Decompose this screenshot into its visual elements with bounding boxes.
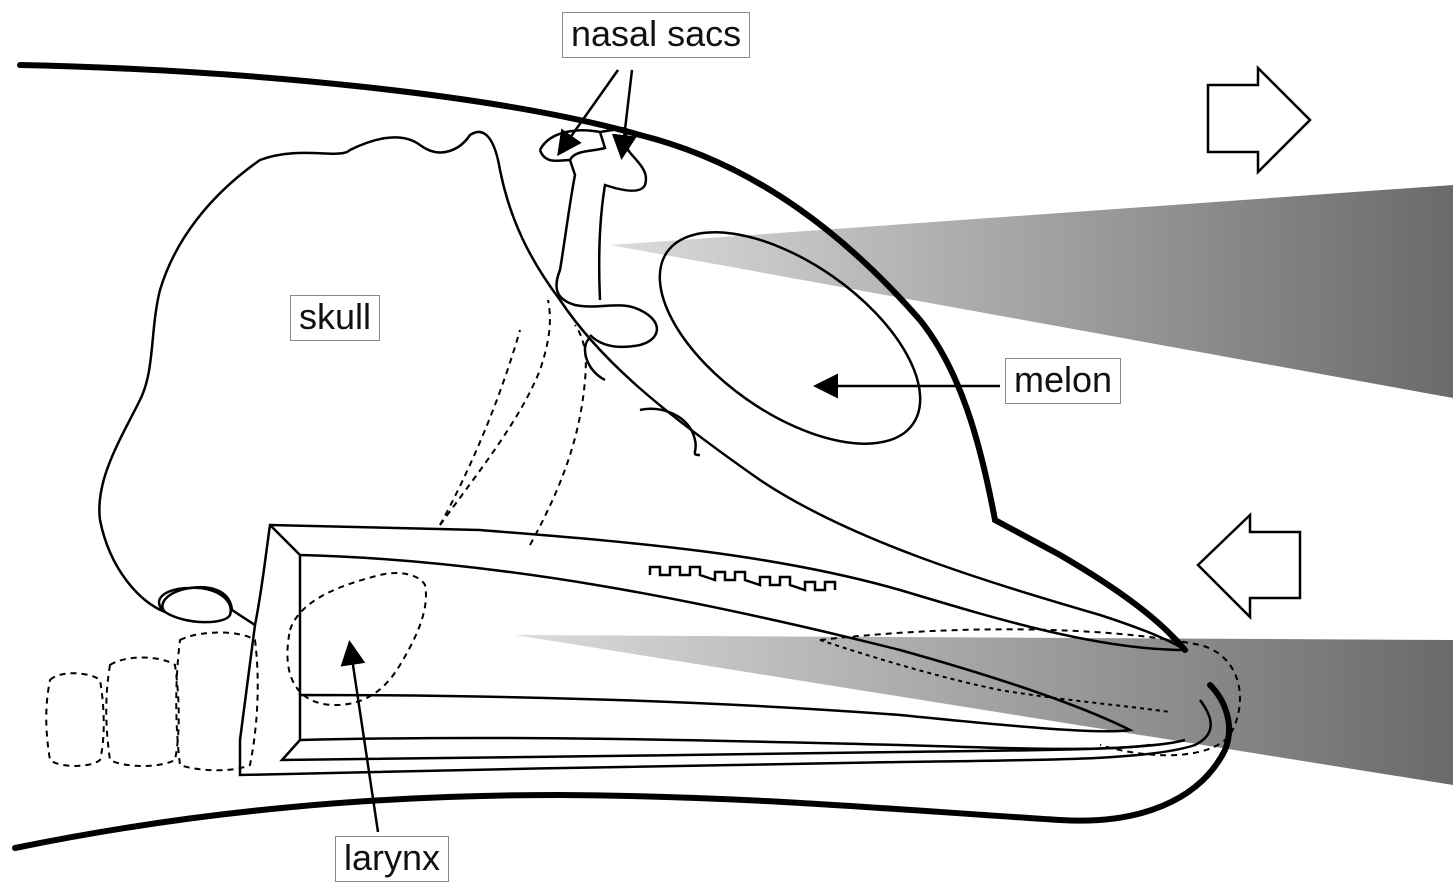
nasal-passage [540,128,657,347]
returning-echo-beam [515,635,1453,785]
nasal-sacs-label: nasal sacs [562,12,750,58]
skull-condyle [159,588,231,622]
nasal-sacs-pointer-left [560,70,618,152]
vertebrae-dashed [46,633,257,771]
skull-label: skull [290,295,380,341]
arrow-left-outline-icon [1198,515,1300,617]
skull-inner-dashed [440,330,520,525]
larynx-label: larynx [335,836,449,882]
nasal-small-lobe [585,338,700,455]
arrow-right-outline-icon [1208,68,1310,172]
teeth-row [650,567,835,590]
melon-label: melon [1005,358,1121,404]
skull-base-dashed [440,300,586,545]
